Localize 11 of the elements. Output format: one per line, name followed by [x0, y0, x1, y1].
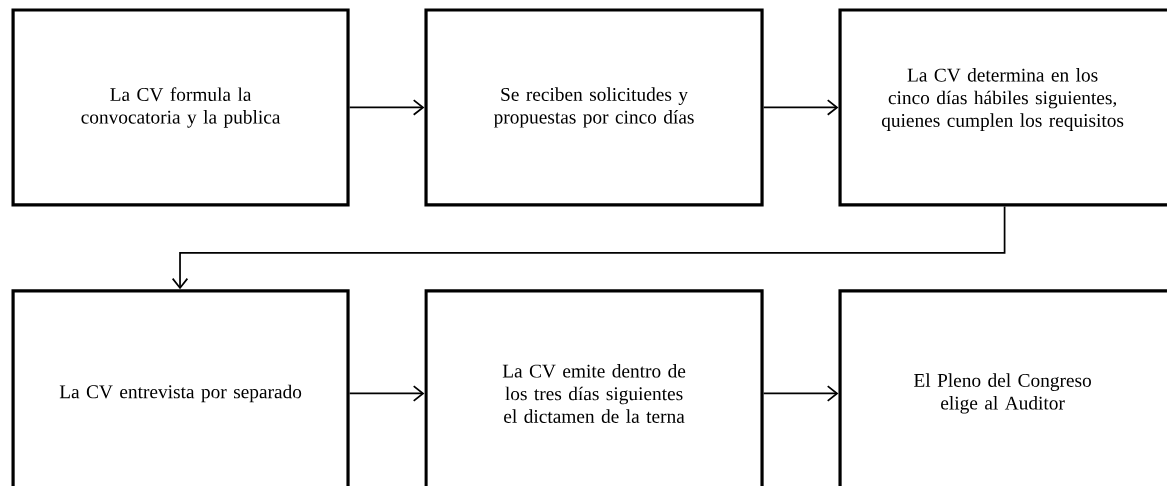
- process-box: La CV emite dentro de los tres días siguientes el dictamen de la terna: [424, 289, 764, 486]
- process-box: Se reciben solicitudes y propuestas por cinco días: [424, 8, 764, 207]
- process-box: La CV formula la convocatoria y la publica: [11, 8, 350, 207]
- process-box: La CV entrevista por separado: [11, 289, 350, 486]
- arrow: [348, 385, 425, 402]
- arrow: [171, 205, 1006, 290]
- arrow: [762, 99, 839, 116]
- process-box: El Pleno del Congreso elige al Auditor: [838, 289, 1167, 486]
- arrow: [348, 99, 425, 116]
- process-box: La CV determina en los cinco días hábiles siguientes, quienes cumplen los requisitos: [838, 8, 1167, 207]
- arrow: [762, 385, 839, 402]
